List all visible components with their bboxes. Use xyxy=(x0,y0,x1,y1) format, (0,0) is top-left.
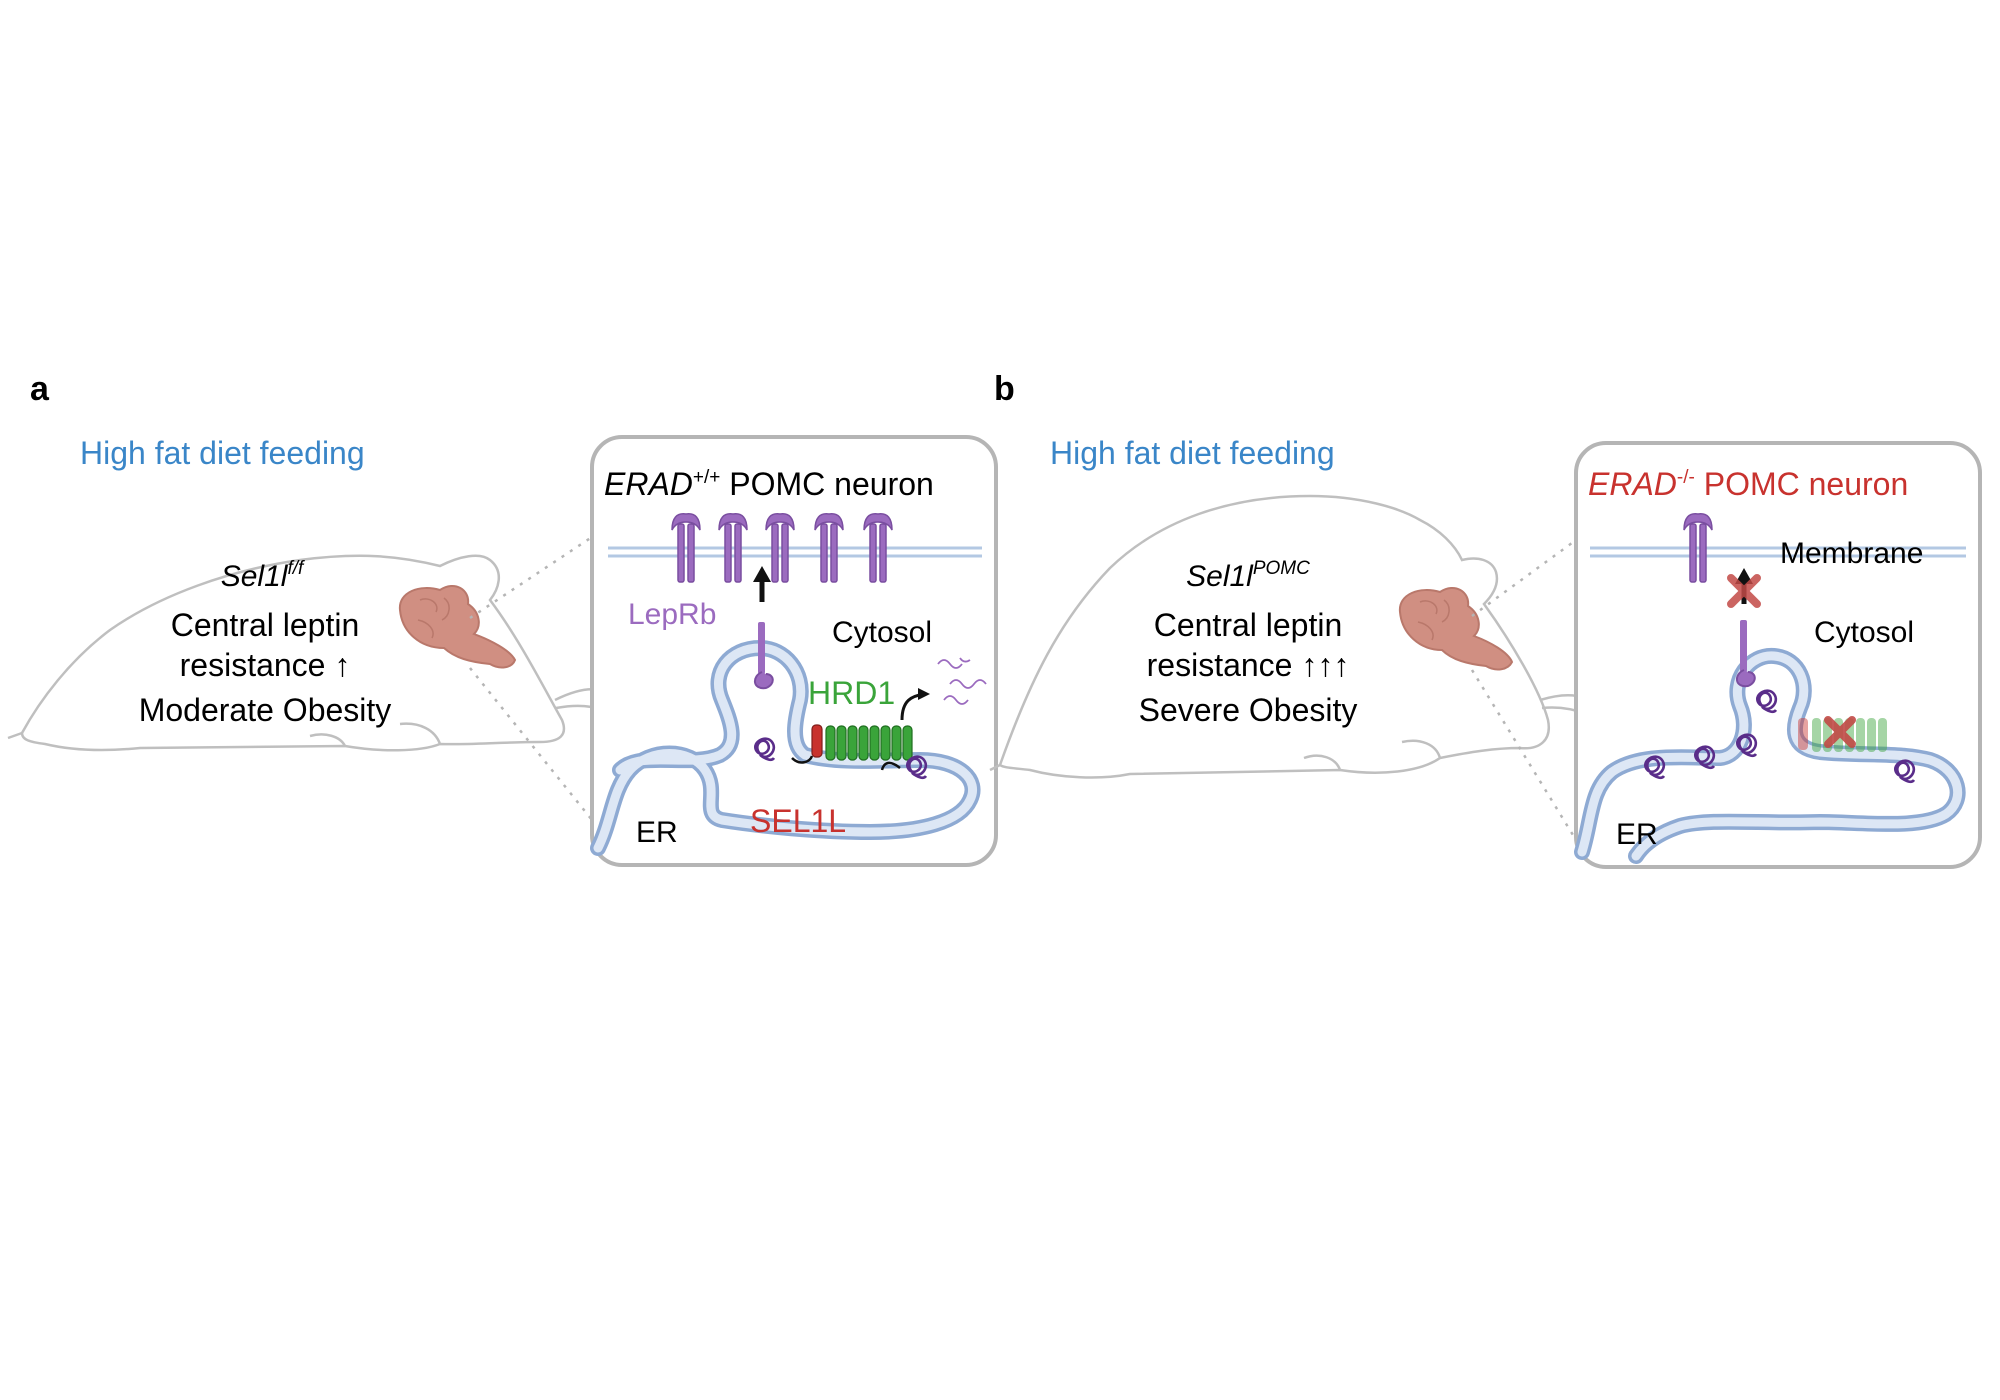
trafficking-arrow-icon xyxy=(753,566,771,602)
leprb-label: LepRb xyxy=(628,598,716,631)
panel-b-line3: Severe Obesity xyxy=(1139,692,1358,728)
panel-b-line1: Central leptin xyxy=(1154,607,1343,643)
er-label-b: ER xyxy=(1616,818,1658,851)
panel-a-line3: Moderate Obesity xyxy=(139,692,392,728)
panel-b-diet-label: High fat diet feeding xyxy=(1050,435,1335,471)
sel1l-label: SEL1L xyxy=(750,803,846,839)
arrow-head xyxy=(918,688,930,700)
panel-a-line2: resistance ↑ xyxy=(180,647,351,683)
genotype-superscript: f/f xyxy=(287,558,305,579)
panel-b-line2: resistance ↑↑↑ xyxy=(1147,647,1350,683)
vesicle-receptor-icon-b xyxy=(1736,620,1756,688)
mouse-icon-b xyxy=(989,494,1587,779)
hrd1-label: HRD1 xyxy=(808,675,895,711)
membrane-label: Membrane xyxy=(1780,537,1923,570)
genotype-superscript-b: POMC xyxy=(1253,558,1310,579)
degraded-peptides-icon xyxy=(937,657,987,705)
brain-icon xyxy=(398,585,517,669)
inset-b-title: ERAD-/- POMC neuron xyxy=(1588,466,1908,502)
inset-b-superscript: -/- xyxy=(1677,467,1695,488)
genotype-base: Sel1l xyxy=(221,560,289,593)
zoom-line-bottom xyxy=(469,667,593,821)
inset-a-gene: ERAD xyxy=(604,466,693,502)
panel-b-genotype: Sel1lPOMC xyxy=(1186,558,1310,593)
hrd1-complex-faded-icon xyxy=(1798,718,1887,752)
membrane-b xyxy=(1590,546,1966,558)
cytosol-label-a: Cytosol xyxy=(832,616,932,649)
panel-b-letter: b xyxy=(994,370,1015,408)
substrate-arrow-icon xyxy=(791,755,814,764)
er-membrane-inner-b xyxy=(1577,651,1963,861)
block-x-icon xyxy=(1727,574,1761,608)
panel-a-line1: Central leptin xyxy=(171,607,360,643)
panel-a: a High fat diet feeding Sel1lf/f Central… xyxy=(7,370,998,867)
brain-icon-b xyxy=(1398,587,1514,671)
inset-a-title: ERAD+/+ POMC neuron xyxy=(604,466,934,502)
panel-a-inset: ERAD+/+ POMC neuron LepRb Cytosol xyxy=(590,435,998,867)
panel-b: b High fat diet feeding Sel1lPOMC Centra… xyxy=(989,370,1982,869)
panel-a-letter: a xyxy=(30,370,50,408)
inset-b-title-rest: POMC neuron xyxy=(1695,466,1908,502)
substrate-arrow-icon-2 xyxy=(880,761,901,771)
mouse-icon xyxy=(7,554,603,752)
panel-a-diet-label: High fat diet feeding xyxy=(80,435,365,471)
genotype-base-b: Sel1l xyxy=(1186,560,1254,593)
vesicle-receptor-icon xyxy=(754,622,774,690)
inset-b-gene: ERAD xyxy=(1588,466,1677,502)
inset-a-superscript: +/+ xyxy=(693,467,720,488)
er-label-a: ER xyxy=(636,816,678,849)
cytosol-label-b: Cytosol xyxy=(1814,616,1914,649)
hrd1-complex-icon xyxy=(811,724,913,761)
zoom-line-top-b xyxy=(1471,538,1577,618)
panel-b-inset: ERAD-/- POMC neuron Membrane Cytosol xyxy=(1574,441,1982,869)
block-x-icon-2 xyxy=(1824,716,1856,748)
membrane xyxy=(608,546,982,558)
panel-a-genotype: Sel1lf/f xyxy=(221,558,305,593)
inset-a-title-rest: POMC neuron xyxy=(720,466,933,502)
zoom-line-top xyxy=(469,535,593,620)
